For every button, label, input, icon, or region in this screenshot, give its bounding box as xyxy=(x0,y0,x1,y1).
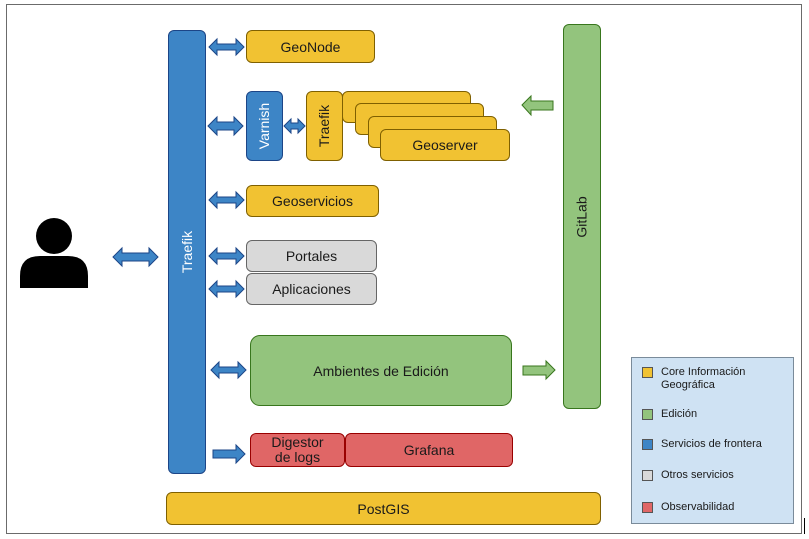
gitlab: GitLab xyxy=(563,24,601,409)
digestor-logs-box: Digestor de logs xyxy=(250,433,345,467)
legend-swatch xyxy=(642,502,653,513)
legend-label: Core Información Geográfica xyxy=(661,366,746,391)
geoservicios-label: Geoservicios xyxy=(272,193,353,209)
digestor-logs-label: Digestor de logs xyxy=(271,434,324,465)
ambientes-edicion-label: Ambientes de Edición xyxy=(313,362,449,379)
legend-swatch xyxy=(642,409,653,420)
aplicaciones-box: Aplicaciones xyxy=(246,273,377,305)
varnish-label: Varnish xyxy=(256,102,273,150)
legend-item-core: Core Información Geográfica xyxy=(642,366,771,392)
diagram-frame xyxy=(6,4,802,534)
traefik-main: Traefik xyxy=(168,30,206,474)
legend-item-observabilidad: Observabilidad xyxy=(642,501,734,514)
traefik-inner-box: Traefik xyxy=(306,91,343,161)
legend-item-edicion: Edición xyxy=(642,408,697,421)
legend-swatch xyxy=(642,367,653,378)
aplicaciones-label: Aplicaciones xyxy=(272,281,351,297)
traefik-inner-label: Traefik xyxy=(316,104,333,148)
legend-item-frontera: Servicios de frontera xyxy=(642,438,762,451)
grafana-label: Grafana xyxy=(403,442,455,458)
legend-swatch xyxy=(642,439,653,450)
geonode-label: GeoNode xyxy=(280,38,341,55)
legend-label: Edición xyxy=(661,408,698,420)
user-icon xyxy=(18,214,90,288)
geoserver-box: Geoserver xyxy=(380,129,510,161)
legend-label: Otros servicios xyxy=(661,469,734,481)
geoserver-label: Geoserver xyxy=(412,137,478,153)
text-cursor xyxy=(804,518,805,534)
legend-swatch xyxy=(642,470,653,481)
portales-label: Portales xyxy=(285,248,338,264)
postgis-label: PostGIS xyxy=(357,500,410,517)
legend-label: Observabilidad xyxy=(661,501,735,513)
traefik-main-label: Traefik xyxy=(179,230,195,274)
legend-item-otros: Otros servicios xyxy=(642,469,734,482)
geoservicios-box: Geoservicios xyxy=(246,185,379,217)
grafana-box: Grafana xyxy=(345,433,513,467)
ambientes-edicion-box: Ambientes de Edición xyxy=(250,335,512,406)
legend: Core Información Geográfica Edición Serv… xyxy=(631,357,794,524)
postgis-box: PostGIS xyxy=(166,492,601,525)
legend-label: Servicios de frontera xyxy=(661,438,762,450)
geonode-box: GeoNode xyxy=(246,30,375,63)
varnish-box: Varnish xyxy=(246,91,283,161)
gitlab-label: GitLab xyxy=(574,195,590,238)
portales-box: Portales xyxy=(246,240,377,272)
